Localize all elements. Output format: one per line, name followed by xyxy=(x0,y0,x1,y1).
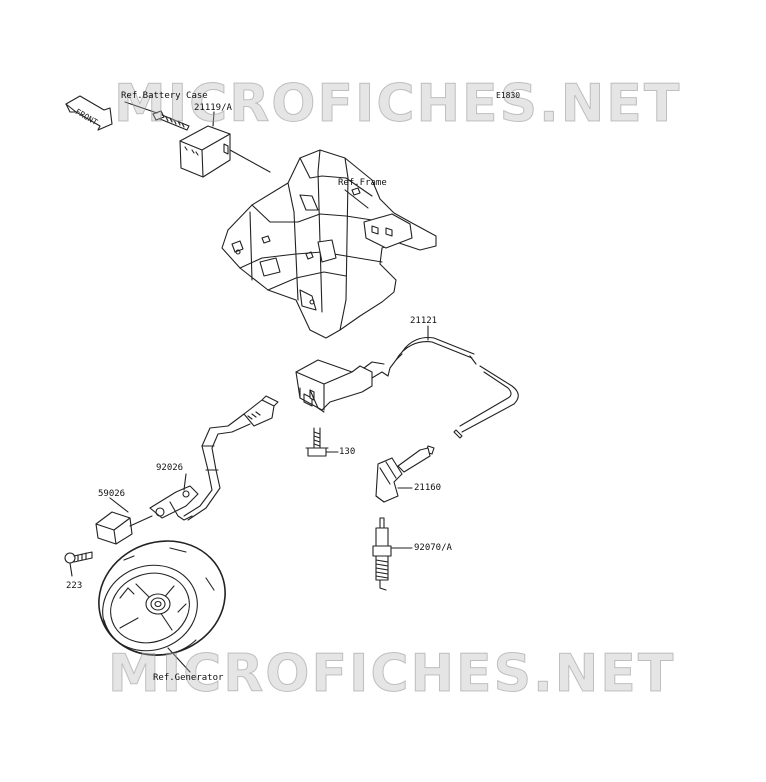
label-ref-frame: Ref.Frame xyxy=(338,178,387,188)
watermark-top: MICROFICHES.NET xyxy=(113,74,682,134)
label-21121: 21121 xyxy=(410,316,438,326)
label-ref-battery-case: Ref.Battery Case xyxy=(121,91,208,101)
label-21119a: 21119/A xyxy=(194,103,232,113)
stator-screw xyxy=(64,551,93,564)
front-arrow-icon: FRONT xyxy=(65,95,113,131)
battery-case-bolt xyxy=(152,110,190,131)
spark-plug xyxy=(372,517,392,591)
label-223: 223 xyxy=(66,581,83,591)
label-diagram-code: E1830 xyxy=(496,91,521,100)
watermark-bottom: MICROFICHES.NET xyxy=(107,644,676,704)
label-ref-generator: Ref.Generator xyxy=(153,673,224,683)
wire-clamp xyxy=(149,485,199,521)
generator-flywheel xyxy=(98,540,226,656)
pickup-coil-harness xyxy=(183,395,279,521)
wire-grommet xyxy=(95,511,133,545)
high-tension-lead xyxy=(395,336,519,439)
frame xyxy=(221,149,437,339)
label-92026: 92026 xyxy=(156,463,184,473)
coil-bolt xyxy=(305,427,329,457)
label-59026: 59026 xyxy=(98,489,126,499)
ignition-coil xyxy=(295,353,403,413)
label-92070a: 92070/A xyxy=(414,543,452,553)
spark-plug-cap xyxy=(375,445,435,503)
igniter-unit xyxy=(179,125,231,178)
label-21160: 21160 xyxy=(414,483,442,493)
label-130: 130 xyxy=(339,447,356,457)
